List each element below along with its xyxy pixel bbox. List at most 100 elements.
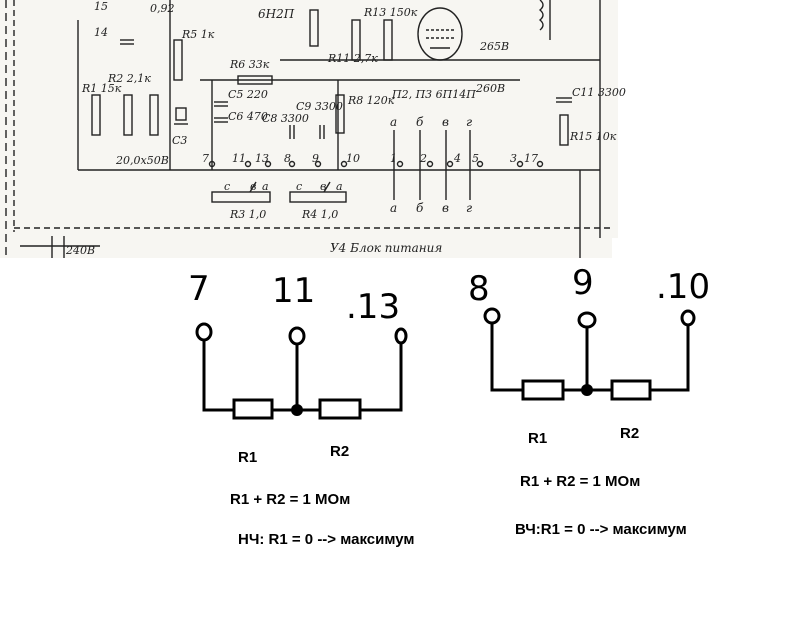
- potentiometer-r3: [211, 181, 271, 203]
- pot-r4-letter-c: с: [296, 180, 302, 193]
- label-r1: R1 15к: [81, 82, 122, 95]
- letter-top-g: г: [466, 115, 472, 129]
- resistor-r11: [351, 19, 361, 61]
- resistor-r8: [335, 94, 345, 134]
- resistor-r15: [559, 114, 569, 146]
- pin-17: [536, 160, 544, 168]
- left-junction-dot: [291, 404, 303, 416]
- left-wire-13: [360, 343, 403, 412]
- pin-13: [264, 160, 272, 168]
- right-resistor-r2: [610, 379, 652, 401]
- left-r2-label: R2: [330, 443, 349, 460]
- pin-label-4: 4: [453, 152, 461, 165]
- label-240v: 240В: [65, 244, 95, 257]
- capacitor-c1: [120, 39, 134, 45]
- pot-r3-letter-v: в: [250, 180, 256, 193]
- pot-r3-letter-c: с: [224, 180, 230, 193]
- resistor-r13: [383, 19, 393, 61]
- capacitor-c6: [214, 117, 228, 123]
- label-r3: R3 1,0: [229, 208, 266, 221]
- label-265v: 265В: [479, 40, 509, 53]
- right-wire-10: [650, 325, 690, 392]
- label-260v: 260В: [475, 82, 505, 95]
- resistor-r1: [91, 94, 101, 136]
- resistor-r4: [149, 94, 159, 136]
- schematic: 6Н2П П2, П3 6П14П У4 Блок питания 240В 2…: [5, 0, 626, 258]
- left-resistor-r1: [232, 398, 274, 420]
- pin-label-11: 11: [232, 152, 246, 165]
- right-terminal-9: [577, 311, 597, 329]
- left-circuit: 7 11 .13 R1 R2 R1 + R2 = 1 МОм НЧ: R1 = …: [188, 269, 414, 548]
- pin-label-3: 3: [510, 152, 517, 165]
- label-c3-value: 20,0x50В: [115, 154, 169, 167]
- left-pin-13-label: .13: [346, 287, 400, 327]
- pin-label-10: 10: [346, 152, 360, 165]
- left-terminal-13: [394, 327, 408, 345]
- left-note: НЧ: R1 = 0 --> максимум: [238, 531, 414, 548]
- label-r5: R5 1к: [181, 28, 215, 41]
- label-c11: C11 3300: [572, 86, 626, 99]
- schematic-scan: [0, 0, 612, 258]
- pin-label-14: 14: [94, 26, 108, 39]
- pin-7: [208, 160, 216, 168]
- left-pin-7-label: 7: [188, 269, 210, 309]
- letter-bottom-a: а: [390, 201, 397, 215]
- arrows-letters: [393, 130, 471, 200]
- pin-label-1: 1: [390, 152, 397, 165]
- label-r2: R2 2,1к: [107, 72, 151, 85]
- pot-r3-letter-a: а: [262, 180, 269, 193]
- right-junction-dot: [581, 384, 593, 396]
- resistor-r6: [237, 75, 273, 85]
- letter-top-v: в: [442, 115, 449, 129]
- capacitor-c11: [556, 97, 572, 103]
- potentiometer-r4: [289, 181, 347, 203]
- label-r6: R6 33к: [229, 58, 270, 71]
- label-r4: R4 1,0: [301, 208, 338, 221]
- label-r15: R15 10к: [569, 130, 617, 143]
- pot-r4-letter-a: а: [336, 180, 343, 193]
- right-pin-10-label: .10: [656, 267, 710, 307]
- right-note: ВЧ:R1 = 0 --> максимум: [515, 521, 687, 538]
- capacitor-c5: [214, 101, 228, 107]
- vacuum-tube: [417, 7, 463, 61]
- right-r2-label: R2: [620, 425, 639, 442]
- label-r11: R11 2,7к: [327, 52, 378, 65]
- letter-top-b: б: [416, 115, 424, 129]
- label-power-block: У4 Блок питания: [330, 241, 442, 255]
- left-terminal-7: [195, 322, 213, 342]
- pin-3: [516, 160, 524, 168]
- label-tube-1: 6Н2П: [258, 7, 295, 21]
- capacitor-c8: [289, 125, 295, 139]
- label-c3: C3: [172, 134, 187, 147]
- left-pin-11-label: 11: [272, 271, 315, 311]
- pin-label-13: 13: [255, 152, 269, 165]
- label-r13: R13 150к: [363, 6, 418, 19]
- resistor-r5: [173, 39, 183, 81]
- label-c9: C9 3300: [296, 100, 343, 113]
- pin-label-5: 5: [472, 152, 479, 165]
- letter-bottom-b: б: [416, 201, 424, 215]
- pin-label-17: 17: [524, 152, 538, 165]
- pin-5: [476, 160, 484, 168]
- right-terminal-8: [483, 307, 501, 325]
- label-c5: C5 220: [228, 88, 268, 101]
- pin-label-2: 2: [419, 152, 427, 165]
- pin-4: [446, 160, 454, 168]
- pin-label-15: 15: [94, 0, 108, 13]
- left-terminal-11: [288, 326, 306, 346]
- label-c8: C8 3300: [262, 112, 309, 125]
- pin-11: [244, 160, 252, 168]
- label-c6: C6 470: [228, 110, 268, 123]
- right-pin-8-label: 8: [468, 269, 490, 309]
- right-wire-8: [490, 323, 523, 392]
- right-circuit: 8 9 .10 R1 R2 R1 + R2 = 1 МОм ВЧ:R1 = 0 …: [468, 263, 710, 538]
- pin-2: [426, 160, 434, 168]
- right-r1-label: R1: [528, 430, 547, 447]
- schematic-scan-right-margin: [612, 0, 618, 238]
- pin-8: [288, 160, 296, 168]
- pin-10: [340, 160, 348, 168]
- right-terminal-10: [680, 309, 696, 327]
- label-tube-2: П2, П3 6П14П: [391, 88, 476, 101]
- label-092: 0,92: [150, 2, 175, 15]
